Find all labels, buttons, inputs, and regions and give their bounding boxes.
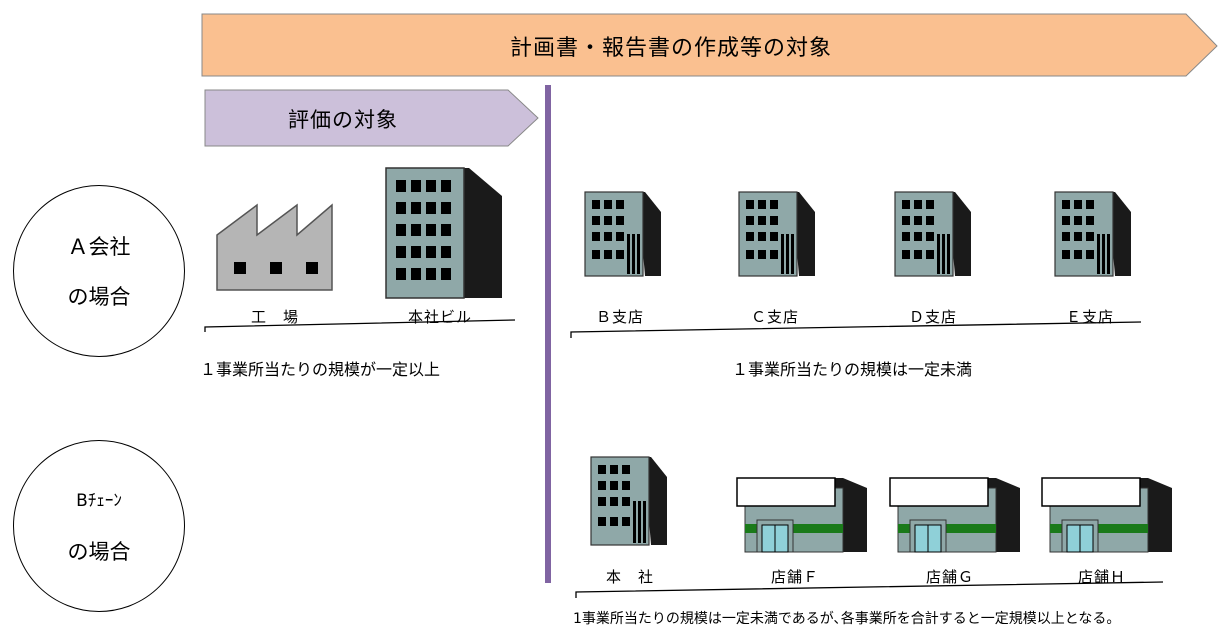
company-a-label-line2: の場合 bbox=[67, 285, 131, 309]
store-f-icon bbox=[736, 477, 867, 553]
bracket-b bbox=[575, 581, 1164, 598]
store-h-label: 店舗Ｈ bbox=[1077, 568, 1126, 586]
factory-label: 工 場 bbox=[250, 308, 299, 326]
branch-c-label: Ｃ支店 bbox=[750, 308, 799, 326]
branch-e-icon bbox=[1054, 191, 1131, 277]
store-f-label: 店舗Ｆ bbox=[770, 568, 819, 586]
chain-hq-label: 本 社 bbox=[605, 568, 654, 586]
store-g-label: 店舗Ｇ bbox=[925, 568, 974, 586]
divider-line bbox=[545, 85, 551, 583]
caption-b: 1事業所当たりの規模は一定未満であるが､各事業所を合計すると一定規模以上となる。 bbox=[573, 611, 1121, 627]
bracket-a-left bbox=[204, 319, 516, 332]
store-g-icon bbox=[889, 477, 1020, 553]
company-a-label-line1: Ａ会社 bbox=[67, 235, 131, 259]
branch-e-label: Ｅ支店 bbox=[1065, 308, 1114, 326]
caption-a-left: １事業所当たりの規模が一定以上 bbox=[200, 360, 441, 379]
hq-building-icon bbox=[385, 167, 502, 299]
company-a-circle: Ａ会社 の場合 bbox=[13, 185, 185, 357]
chain-hq-icon bbox=[590, 456, 667, 546]
chain-b-label-line1: Bﾁｪｰﾝ bbox=[76, 491, 122, 511]
factory-icon bbox=[216, 203, 333, 291]
branch-c-icon bbox=[738, 191, 815, 277]
branch-b-icon bbox=[584, 191, 661, 277]
chain-b-circle: Bﾁｪｰﾝ の場合 bbox=[13, 440, 185, 612]
top-banner bbox=[201, 13, 1218, 77]
caption-a-right: １事業所当たりの規模は一定未満 bbox=[732, 360, 973, 379]
eval-banner bbox=[204, 89, 539, 147]
store-h-icon bbox=[1041, 477, 1172, 553]
chain-b-label-line2: の場合 bbox=[67, 540, 131, 564]
top-banner-text: 計画書・報告書の作成等の対象 bbox=[510, 36, 833, 61]
branch-b-label: Ｂ支店 bbox=[595, 308, 644, 326]
bracket-a-right bbox=[570, 321, 1142, 338]
branch-d-icon bbox=[894, 191, 971, 277]
branch-d-label: Ｄ支店 bbox=[908, 308, 957, 326]
eval-banner-text: 評価の対象 bbox=[288, 108, 398, 132]
